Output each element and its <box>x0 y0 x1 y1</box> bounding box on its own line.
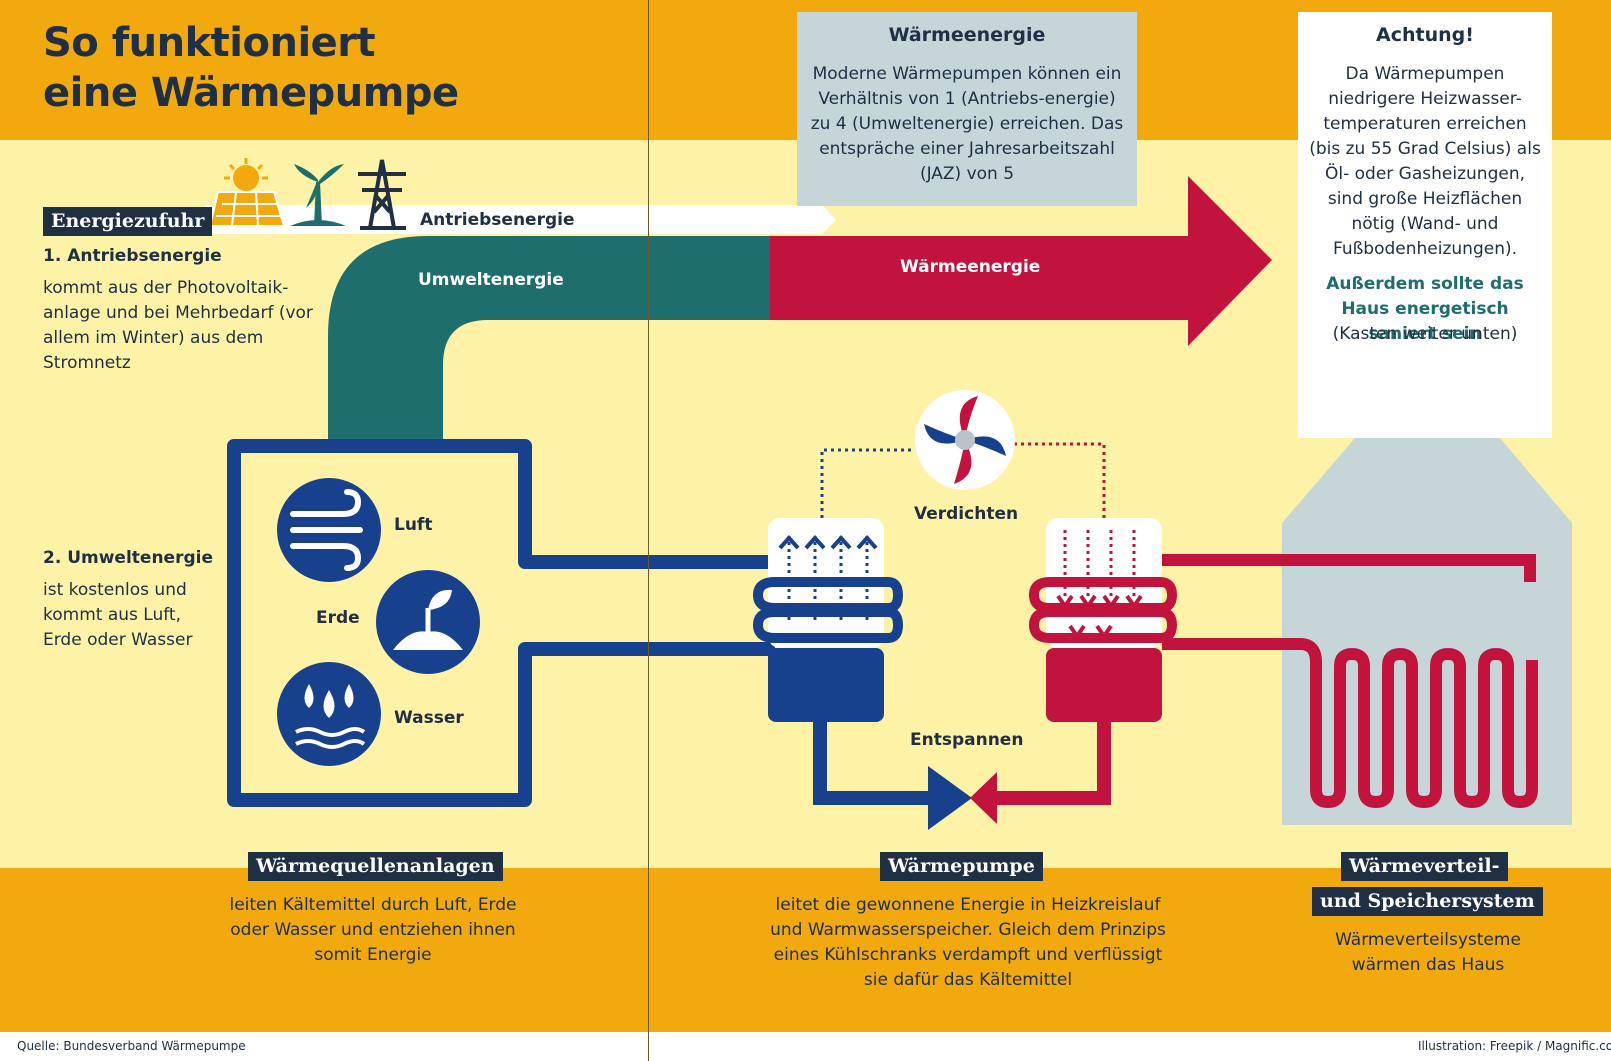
footer-source: Quelle: Bundesverband Wärmepumpe <box>17 1039 246 1053</box>
heat-energy-box: Wärmeenergie Moderne Wärmepumpen können … <box>797 12 1137 206</box>
warning-note: (Kasten weiter unten) <box>1332 324 1518 344</box>
source-earth-label: Erde <box>316 608 360 628</box>
distribution-tag-line1: Wärmeverteil- <box>1341 852 1508 881</box>
condenser <box>970 518 1178 824</box>
house-icon <box>1282 353 1572 825</box>
warning-box: Achtung! Da Wärmepumpen niedrigere Heizw… <box>1298 12 1552 438</box>
wind-turbine-icon <box>290 164 346 226</box>
center-divider <box>648 0 649 1061</box>
footer-band <box>0 1032 1611 1061</box>
expand-label: Entspannen <box>910 730 1024 750</box>
environment-energy-flow <box>328 236 770 446</box>
wind-icon <box>277 478 381 582</box>
heat-energy-label: Wärmeenergie <box>900 257 1041 277</box>
distribution-tag-line2: und Speichersystem <box>1312 887 1543 916</box>
source-water-label: Wasser <box>394 708 464 728</box>
footer-credit: Illustration: Freepik / Magnific.com <box>1418 1039 1611 1053</box>
energy-supply-tag: Energiezufuhr <box>43 207 213 236</box>
compress-label: Verdichten <box>914 504 1019 524</box>
source-air-label: Luft <box>394 515 433 535</box>
section1-heading: 1. Antriebsenergie <box>43 246 222 266</box>
heat-pump-tag: Wärmepumpe <box>880 852 1043 881</box>
environment-energy-label: Umweltenergie <box>418 270 564 290</box>
heating-circuit <box>1162 554 1538 809</box>
heat-box-heading: Wärmeenergie <box>888 24 1046 46</box>
warning-text: Da Wärmepumpen niedrigere Heizwasser-tem… <box>1309 64 1541 259</box>
source-loop <box>227 439 775 807</box>
evaporator <box>752 518 972 830</box>
compressor-fan-icon <box>915 390 1015 490</box>
warning-heading: Achtung! <box>1376 24 1474 46</box>
source-systems-tag: Wärmequellenanlagen <box>248 852 503 881</box>
section2-heading: 2. Umweltenergie <box>43 548 213 568</box>
solar-panel-icon <box>208 158 286 227</box>
plant-icon <box>376 570 480 674</box>
warning-highlight: Außerdem sollte das Haus energetisch san… <box>1326 274 1524 344</box>
distribution-text: Wärmeverteilsysteme wärmen das Haus <box>1335 930 1521 975</box>
source-systems-text: leiten Kältemittel durch Luft, Erde oder… <box>229 895 517 965</box>
power-pylon-icon <box>358 159 406 230</box>
section2-text: ist kostenlos und kommt aus Luft, Erde o… <box>43 580 193 650</box>
heat-energy-arrow <box>770 176 1272 346</box>
heat-box-text: Moderne Wärmepumpen können ein Verhältni… <box>810 64 1124 184</box>
heat-pump-text: leitet die gewonnene Energie in Heizkrei… <box>770 895 1166 990</box>
water-drops-icon <box>277 662 381 766</box>
section1-text: kommt aus der Photovoltaik-anlage und be… <box>43 278 313 373</box>
drive-energy-label: Antriebsenergie <box>420 210 575 230</box>
compressor-lines <box>820 442 1106 518</box>
